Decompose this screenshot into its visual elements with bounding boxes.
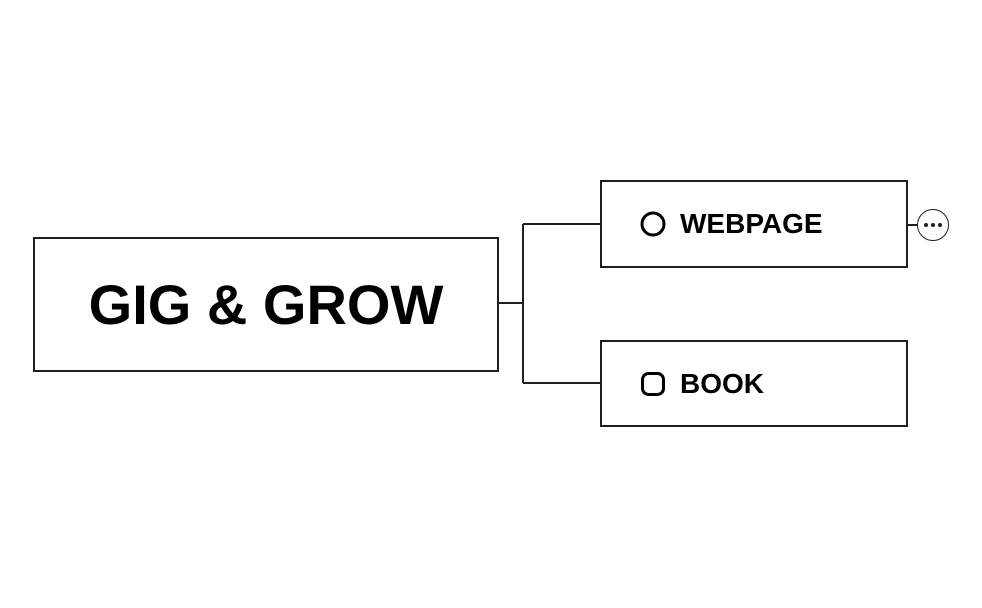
rounded-square-outline-icon[interactable] bbox=[640, 371, 666, 397]
more-dot-3 bbox=[938, 223, 942, 227]
node-label-webpage: WEBPAGE bbox=[680, 208, 823, 239]
more-dot-2 bbox=[931, 223, 935, 227]
circle-outline-icon[interactable] bbox=[640, 211, 666, 237]
mindmap-node-book[interactable]: BOOK bbox=[600, 340, 908, 427]
more-options-button[interactable] bbox=[917, 209, 949, 241]
mindmap-node-root[interactable]: GIG & GROW bbox=[33, 237, 499, 372]
node-label-book: BOOK bbox=[680, 367, 764, 399]
mindmap-node-webpage[interactable]: WEBPAGE bbox=[600, 180, 908, 268]
more-dot-1 bbox=[924, 223, 928, 227]
root-node-label: GIG & GROW bbox=[88, 272, 444, 336]
